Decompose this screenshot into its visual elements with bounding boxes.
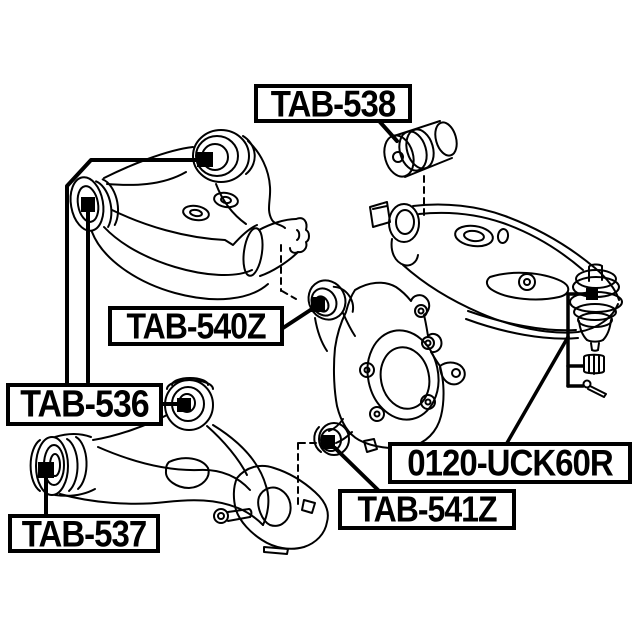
bushing-538-drawing: [383, 120, 458, 178]
leader-tab538: [378, 120, 399, 143]
upper-control-arm-drawing: [69, 129, 310, 301]
part-label-tab-538-text: TAB-538: [270, 82, 396, 124]
part-label-tab-536-text: TAB-536: [20, 382, 149, 426]
ball-joint-drawing: [569, 291, 623, 398]
leader-tab540z: [281, 305, 317, 330]
leader-lines: [44, 120, 588, 516]
nut-drawing: [583, 353, 605, 375]
part-label-0120-uck60r-text: 0120-UCK60R: [407, 441, 613, 484]
knuckle-drawing: [307, 279, 466, 456]
front-lower-control-arm-drawing: [29, 377, 329, 555]
assembly-guide-lines: [280, 175, 425, 506]
marker-knuckle-lower-bushing: [321, 435, 335, 449]
cotter-pin-drawing: [582, 379, 607, 398]
part-label-tab-541z: TAB-541Z: [338, 489, 516, 530]
part-label-tab-537-text: TAB-537: [21, 512, 147, 554]
part-label-tab-537: TAB-537: [8, 512, 160, 554]
marker-ball-joint: [586, 288, 598, 300]
marker-lower-arm-left-bushing: [38, 462, 54, 478]
marker-upper-arm-front-bushing: [81, 197, 95, 212]
part-label-tab-540z-text: TAB-540Z: [126, 305, 267, 346]
part-label-tab-536: TAB-536: [6, 383, 163, 426]
leader-tab541z: [333, 446, 380, 492]
part-label-tab-540z: TAB-540Z: [108, 305, 284, 346]
leader-uck60r: [505, 292, 588, 445]
part-label-tab-541z-text: TAB-541Z: [357, 488, 498, 530]
marker-lower-arm-front-bushing: [177, 398, 191, 412]
marker-upper-arm-rear-bushing: [197, 152, 213, 167]
marker-knuckle-upper-bushing: [311, 297, 325, 312]
part-label-tab-538: TAB-538: [254, 82, 412, 124]
part-label-0120-uck60r: 0120-UCK60R: [388, 442, 632, 484]
leader-tab536-c: [65, 158, 199, 385]
rear-lower-control-arm-drawing: [369, 201, 620, 340]
